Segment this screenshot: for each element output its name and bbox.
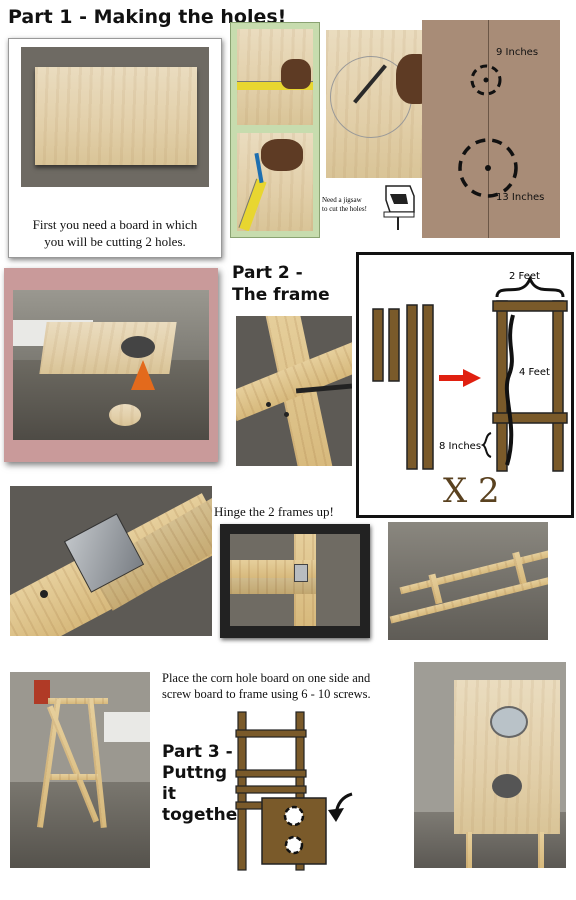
circle-drawing-photo bbox=[326, 30, 436, 178]
ladder-frame-photo bbox=[388, 522, 548, 640]
fire-extinguisher bbox=[34, 680, 50, 704]
part3-instruction-line2: screw board to frame using 6 - 10 screws… bbox=[162, 687, 371, 701]
center-line bbox=[488, 20, 489, 238]
frame-width-label: 2 Feet bbox=[509, 271, 540, 282]
board-photo bbox=[21, 47, 209, 187]
screw-hole bbox=[40, 590, 48, 598]
frame-leg bbox=[538, 832, 544, 868]
measuring-photos-frame bbox=[230, 22, 320, 238]
frame-joint-photo bbox=[236, 316, 352, 466]
part2-title-line1: Part 2 - bbox=[232, 263, 303, 283]
part2-title: Part 2 - The frame bbox=[232, 262, 330, 306]
hole-diagram-board: 9 Inches 13 Inches bbox=[422, 20, 560, 238]
screw-hole bbox=[266, 402, 271, 407]
part1-caption-line2: you will be cutting 2 holes. bbox=[44, 234, 186, 249]
measuring-photo-top bbox=[237, 29, 313, 125]
cornhole-board bbox=[454, 680, 560, 834]
hand bbox=[281, 59, 311, 89]
tape-measure bbox=[237, 81, 313, 90]
frame-bottom-label: 8 Inches bbox=[439, 441, 482, 452]
plywood-board bbox=[35, 67, 197, 165]
cut-hole bbox=[121, 336, 155, 358]
hinge-caption: Hinge the 2 frames up! bbox=[214, 504, 334, 519]
frame-diagram-drawing bbox=[372, 275, 568, 472]
hand bbox=[261, 139, 303, 171]
frame-rung bbox=[50, 774, 98, 780]
hole-markings bbox=[458, 64, 518, 198]
board-with-hole-photo bbox=[13, 290, 209, 440]
tape-measure bbox=[238, 178, 267, 231]
part2-title-line2: The frame bbox=[232, 285, 330, 305]
jigsaw-note-line2: to cut the holes! bbox=[322, 205, 367, 213]
screw-hole bbox=[284, 412, 289, 417]
part1-board-frame: First you need a board in which you will… bbox=[8, 38, 222, 258]
hinged-frames-frame bbox=[220, 524, 370, 638]
frame-diagram: 2 Feet 4 Feet 8 Inches X 2 bbox=[356, 252, 574, 518]
multiplier-label: X 2 bbox=[443, 471, 500, 511]
part3-instruction-line1: Place the corn hole board on one side an… bbox=[162, 671, 371, 685]
measuring-photo-bottom bbox=[237, 133, 313, 231]
hinge-closeup-photo bbox=[10, 486, 212, 636]
part3-title: Part 3 - Puttng it together bbox=[162, 742, 246, 826]
cut-out-disk bbox=[109, 404, 141, 426]
hole1-label: 9 Inches bbox=[496, 47, 539, 58]
hinged-frames-photo bbox=[230, 534, 360, 626]
frame-leg bbox=[466, 832, 472, 868]
frame-rail bbox=[230, 578, 316, 594]
finished-board-photo bbox=[414, 662, 566, 868]
jigsaw-icon bbox=[383, 185, 415, 230]
jigsaw-note-line1: Need a jigsaw bbox=[322, 196, 362, 204]
board-hole-bottom bbox=[492, 774, 522, 798]
part3-title-line1: Part 3 - bbox=[162, 742, 233, 762]
frame-top bbox=[48, 698, 108, 704]
part2-pink-frame bbox=[4, 268, 218, 462]
assembly-diagram bbox=[235, 711, 353, 871]
board-with-hole bbox=[39, 322, 177, 374]
table bbox=[104, 712, 150, 742]
hole2-label: 13 Inches bbox=[496, 192, 545, 203]
part3-title-line2: Puttng bbox=[162, 763, 228, 783]
part1-caption-line1: First you need a board in which bbox=[32, 217, 198, 232]
frame-height-label: 4 Feet bbox=[519, 367, 550, 378]
hinge bbox=[294, 564, 308, 582]
part1-title: Part 1 - Making the holes! bbox=[8, 6, 287, 28]
board-hole-top bbox=[490, 706, 528, 738]
part3-title-line3: it bbox=[162, 784, 176, 804]
part3-instruction: Place the corn hole board on one side an… bbox=[162, 670, 371, 702]
jigsaw-note: Need a jigsaw to cut the holes! bbox=[322, 196, 382, 214]
standing-frames-photo bbox=[10, 672, 150, 868]
part3-title-line4: together bbox=[162, 805, 246, 825]
